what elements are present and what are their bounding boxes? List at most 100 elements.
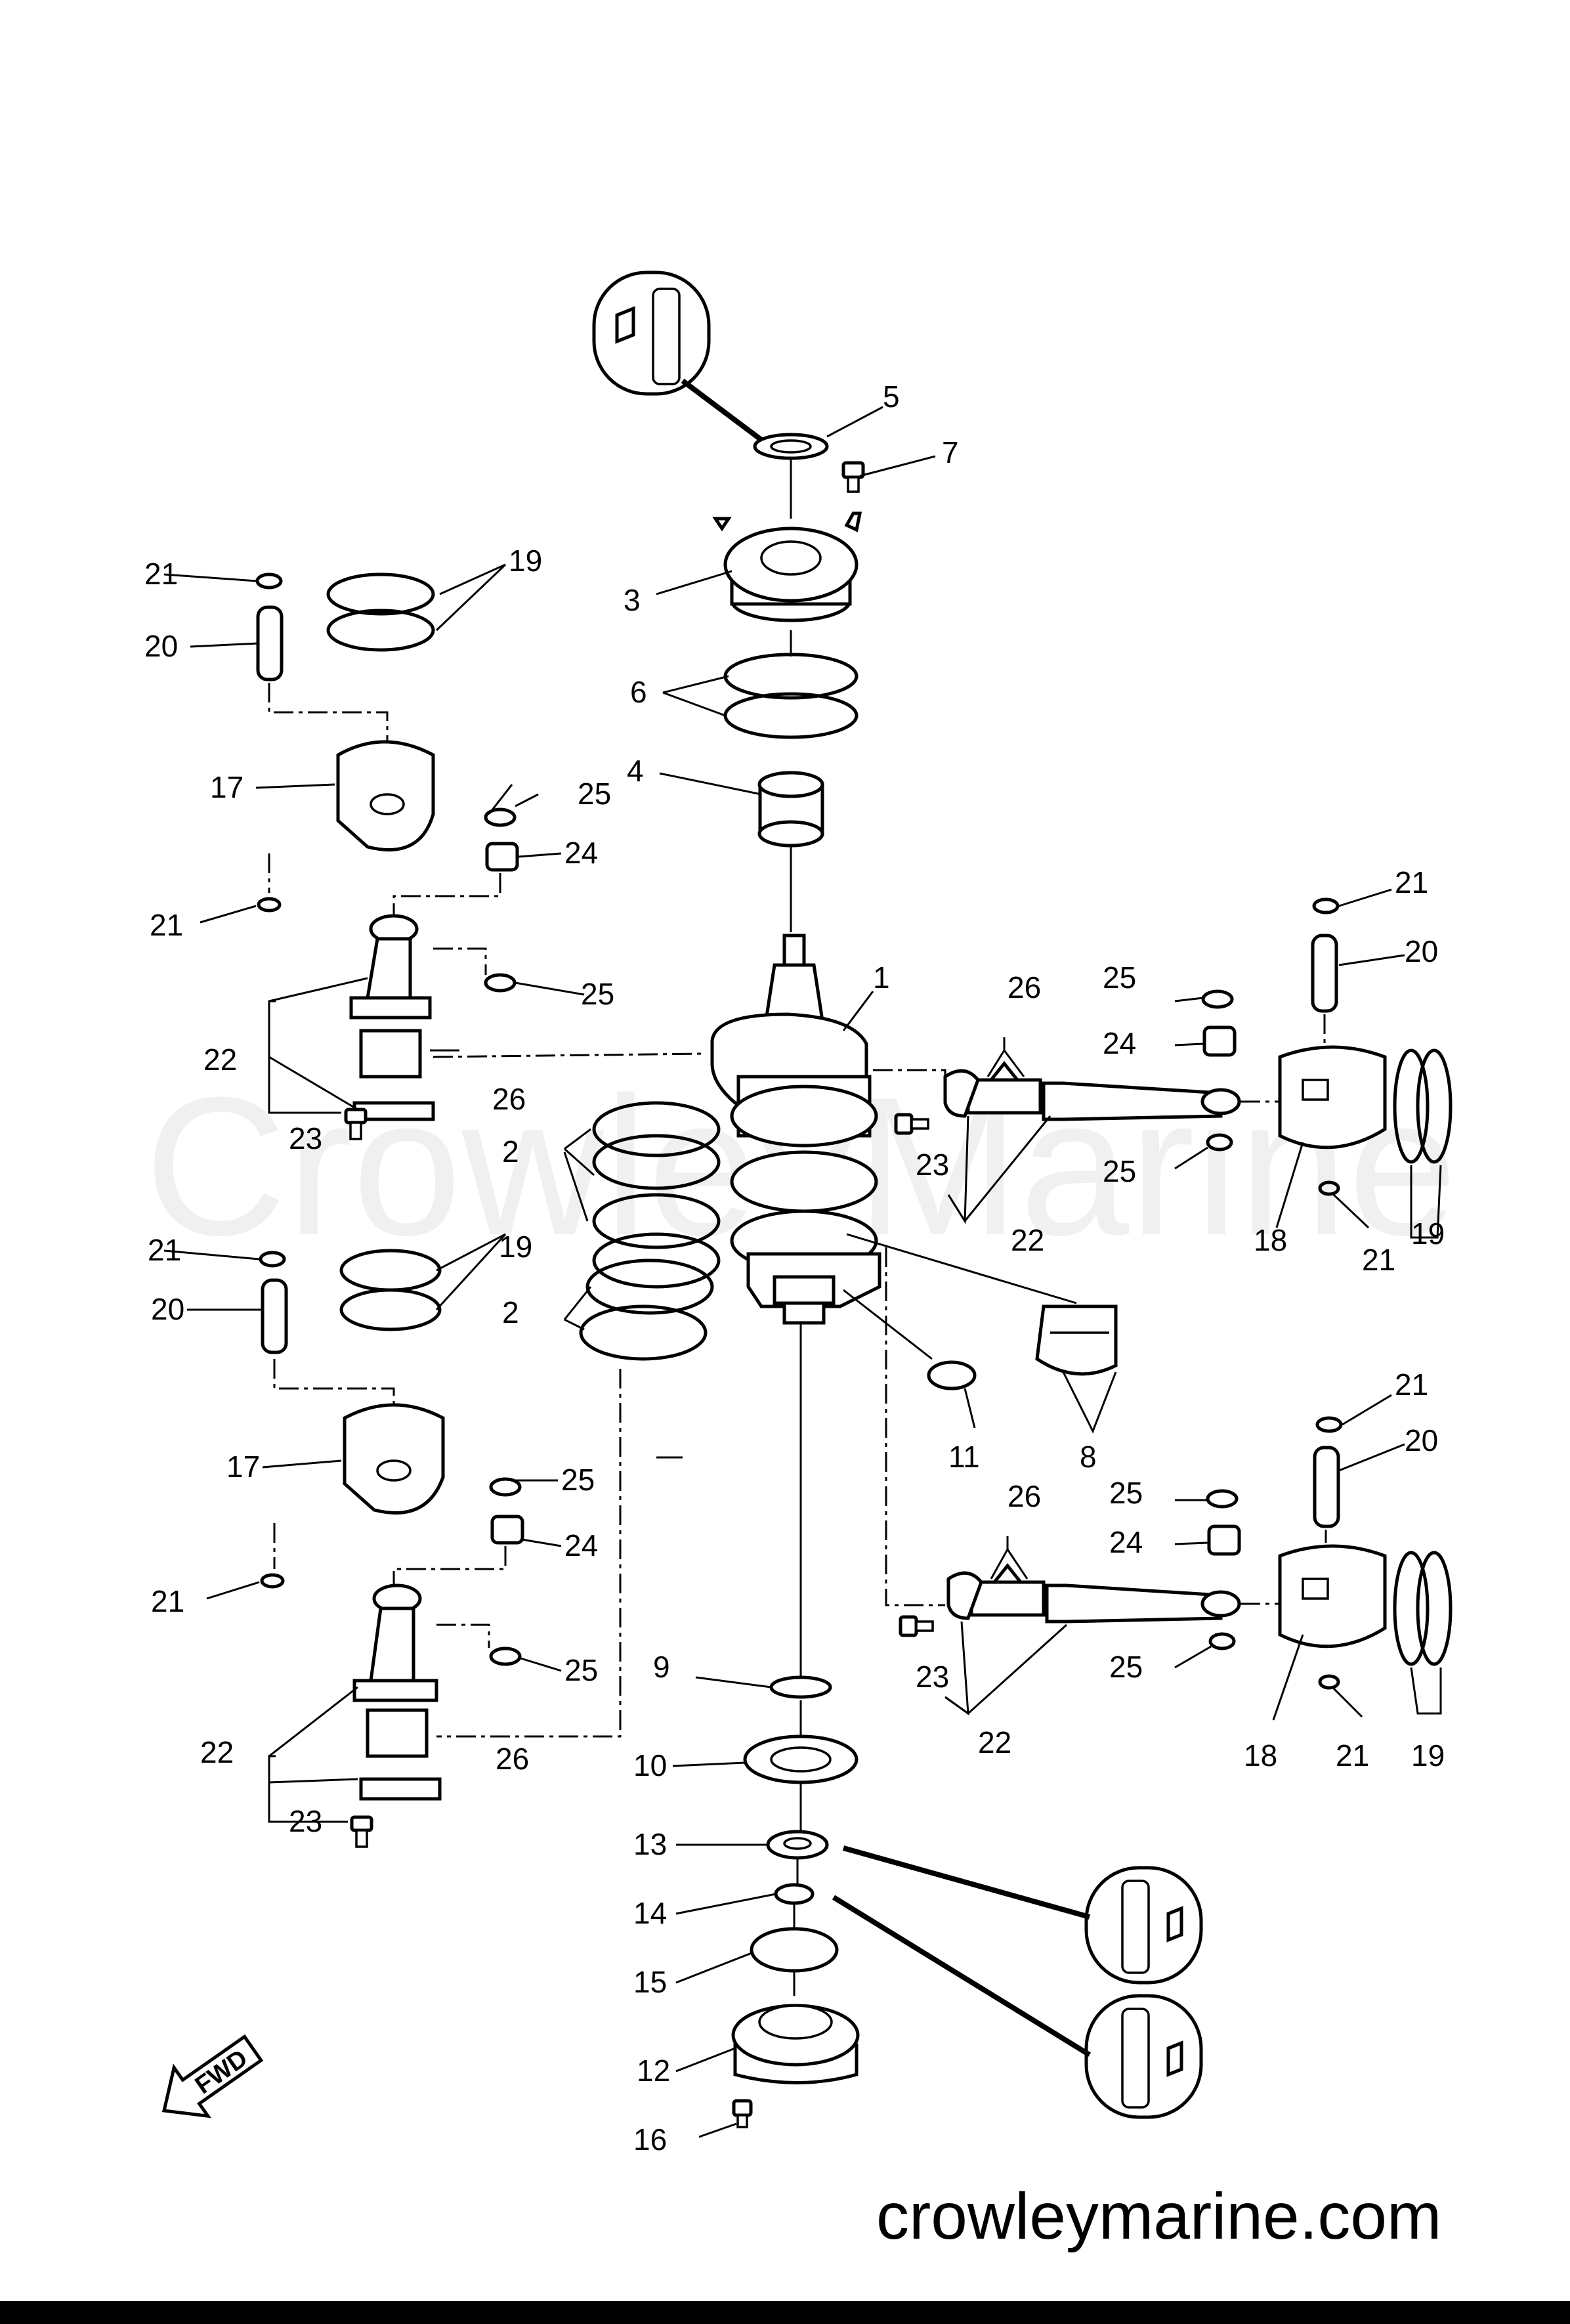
callout-7: 7	[942, 435, 959, 469]
grease-apply-icon	[832, 1895, 1203, 2119]
circlip-21	[259, 1251, 286, 1268]
washer-25	[484, 973, 517, 993]
callout-19: 19	[1411, 1738, 1445, 1773]
piston-rings-19-upper-left	[326, 572, 435, 652]
needle-bearing-24	[1207, 1524, 1241, 1556]
callout-2: 2	[502, 1295, 519, 1329]
connecting-rod-22	[946, 1571, 1241, 1624]
callout-25: 25	[581, 977, 614, 1011]
washer-25	[489, 1646, 522, 1666]
callout-21: 21	[151, 1584, 184, 1618]
callout-25: 25	[1109, 1650, 1143, 1684]
washer-25	[484, 807, 517, 827]
circlip-21	[255, 572, 283, 590]
needle-bearing-24	[490, 1515, 524, 1545]
callout-22: 22	[978, 1725, 1011, 1759]
bolt-7	[841, 461, 865, 493]
callout-20: 20	[144, 629, 178, 663]
piston-rings-19-lower-left	[339, 1249, 442, 1331]
callout-6: 6	[630, 675, 647, 709]
grease-apply-icon	[842, 1845, 1203, 1985]
leader-lines	[163, 406, 1442, 2138]
callout-20: 20	[1405, 934, 1438, 968]
piston-rings-2	[579, 1101, 721, 1361]
callout-25: 25	[1103, 960, 1136, 995]
circlip-11	[927, 1360, 977, 1390]
callout-26: 26	[1008, 1479, 1041, 1513]
callout-17: 17	[226, 1450, 260, 1484]
bearing-housing-3	[712, 511, 862, 622]
callout-21: 21	[1395, 1367, 1428, 1402]
callout-26: 26	[492, 1082, 526, 1116]
washer-25	[1208, 1632, 1236, 1650]
callout-21: 21	[1395, 865, 1428, 899]
footer-brand: crowleymarine.com	[876, 2180, 1441, 2253]
seal-14	[774, 1883, 815, 1905]
callout-17: 17	[210, 770, 244, 804]
callout-16: 16	[633, 2122, 667, 2157]
callout-24: 24	[564, 836, 598, 870]
piston-rings-19-lower-right	[1393, 1551, 1453, 1666]
needle-bearing-4	[757, 771, 824, 848]
callout-22: 22	[200, 1735, 234, 1769]
callout-5: 5	[883, 379, 900, 414]
seal-9	[769, 1675, 832, 1699]
callout-4: 4	[627, 754, 644, 788]
ball-bearing-10	[743, 1734, 859, 1784]
piston-rings-19-upper-right	[1393, 1048, 1453, 1164]
callout-19: 19	[499, 1230, 532, 1264]
callout-21: 21	[148, 1233, 181, 1267]
callout-25: 25	[1109, 1476, 1143, 1510]
callout-13: 13	[633, 1827, 667, 1861]
gasket-15	[750, 1927, 839, 1973]
callout-10: 10	[633, 1748, 667, 1782]
callout-18: 18	[1244, 1738, 1277, 1773]
callout-21: 21	[144, 557, 178, 591]
seal-13	[766, 1830, 829, 1860]
bolt-16	[732, 2099, 753, 2128]
washer-25	[489, 1477, 522, 1497]
bolt-23	[350, 1815, 373, 1848]
connecting-rod-22	[349, 914, 435, 1121]
grease-apply-icon	[592, 270, 763, 442]
callout-11: 11	[948, 1440, 980, 1474]
callout-23: 23	[289, 1121, 322, 1155]
callout-8: 8	[1080, 1440, 1097, 1474]
callout-22: 22	[203, 1043, 237, 1077]
o-rings-6	[723, 653, 859, 739]
circlip-21	[257, 897, 282, 913]
callout-25: 25	[1103, 1154, 1136, 1188]
callout-23: 23	[289, 1804, 322, 1838]
callout-24: 24	[1109, 1525, 1143, 1559]
needle-bearing-24	[485, 842, 519, 872]
piston-pin-20	[256, 605, 284, 681]
circlip-21	[1318, 1180, 1340, 1196]
callout-24: 24	[564, 1528, 598, 1562]
circlip-21	[1312, 897, 1340, 915]
callout-23: 23	[916, 1660, 949, 1694]
callout-21: 21	[1336, 1738, 1369, 1773]
washer-25	[1201, 989, 1234, 1009]
needle-bearing-26	[966, 1060, 1042, 1115]
callout-20: 20	[1405, 1423, 1438, 1457]
bolt-23	[899, 1615, 934, 1637]
callout-labels: 1 2 2 3 4 5 6 7 8 9 10 11 12 13 14 15 16…	[144, 379, 1445, 2157]
callout-26: 26	[1008, 970, 1041, 1004]
connecting-rod-22	[352, 1583, 442, 1801]
callout-24: 24	[1103, 1026, 1136, 1060]
piston-pin-20	[1313, 1446, 1340, 1528]
callout-25: 25	[564, 1653, 598, 1687]
callout-18: 18	[1254, 1223, 1287, 1257]
connecting-rod-22	[943, 1069, 1241, 1121]
callout-15: 15	[633, 1965, 667, 1999]
piston-18	[1278, 1045, 1387, 1150]
bolt-23	[344, 1108, 368, 1140]
piston-17	[343, 1403, 445, 1515]
bottom-border	[0, 2301, 1570, 2324]
bolt-23	[894, 1113, 929, 1135]
callout-14: 14	[633, 1896, 667, 1930]
callout-19: 19	[509, 544, 542, 578]
circlip-21	[1318, 1674, 1340, 1690]
crankshaft-1	[710, 934, 881, 1325]
